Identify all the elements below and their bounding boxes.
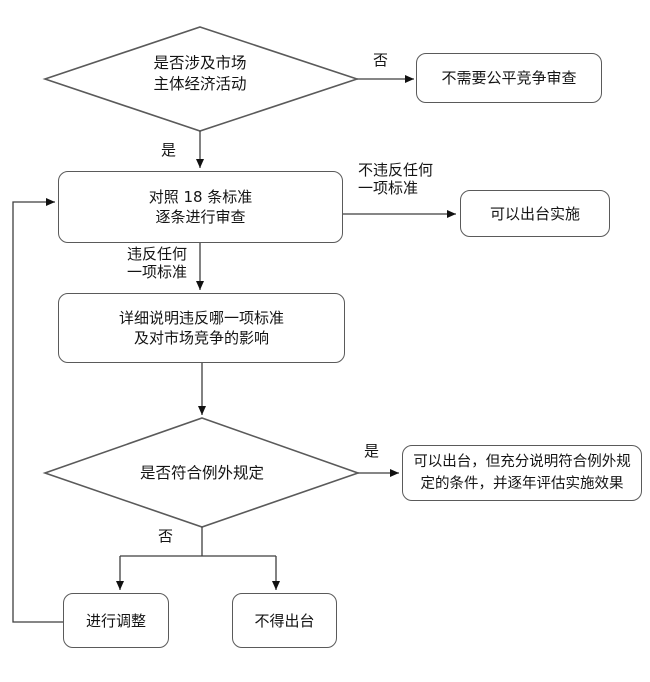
edge-label-yes-exception: 是 xyxy=(364,442,380,460)
edge-label-violation: 违反任何 一项标准 xyxy=(126,245,187,281)
edge-label-no-top: 否 xyxy=(373,51,389,69)
process-box-review-18-standards: 对照 18 条标准 逐条进行审查 xyxy=(58,171,343,243)
process-box-can-implement: 可以出台实施 xyxy=(460,190,610,237)
process-box-implement-with-conditions: 可以出台，但充分说明符合例外规 定的条件，并逐年评估实施效果 xyxy=(402,445,642,501)
decision-label-exception: 是否符合例外规定 xyxy=(139,464,264,482)
decision-label-market-activity: 是否涉及市场 主体经济活动 xyxy=(153,54,247,93)
edge-label-no-exception: 否 xyxy=(158,527,174,545)
process-box-no-review-needed: 不需要公平竞争审查 xyxy=(416,53,602,103)
connector-no-branch-split xyxy=(120,527,276,557)
edge-label-yes-top: 是 xyxy=(161,141,177,159)
arrow-adjust-loop-back-to-review xyxy=(12,198,63,623)
edge-label-no-violation: 不违反任何 一项标准 xyxy=(358,161,434,197)
process-box-adjust: 进行调整 xyxy=(63,593,169,648)
process-box-do-not-issue: 不得出台 xyxy=(232,593,337,648)
process-box-explain-violation: 详细说明违反哪一项标准 及对市场竞争的影响 xyxy=(58,293,345,363)
